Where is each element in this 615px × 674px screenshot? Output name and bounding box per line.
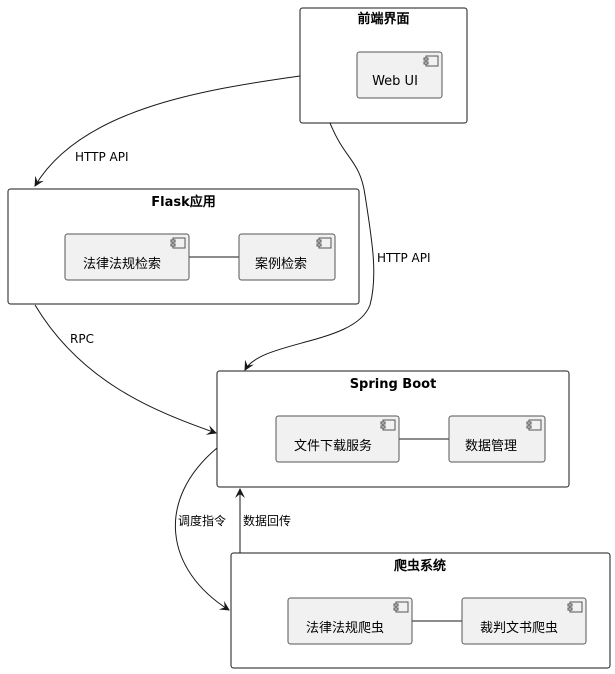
edge-label-spring-to-crawler: 调度指令 xyxy=(178,513,226,528)
component-data-mgmt: 数据管理 xyxy=(448,415,546,463)
component-icon xyxy=(393,601,409,613)
component-icon xyxy=(380,419,396,431)
component-icon xyxy=(423,55,439,67)
edge-label-frontend-to-spring: HTTP API xyxy=(377,251,431,265)
component-icon xyxy=(316,237,332,249)
component-icon xyxy=(567,601,583,613)
component-file-download: 文件下载服务 xyxy=(275,415,400,463)
component-judgment-crawler-label: 裁判文书爬虫 xyxy=(480,620,558,636)
component-law-crawler: 法律法规爬虫 xyxy=(287,597,413,645)
component-icon xyxy=(170,237,186,249)
edge-frontend-to-flask xyxy=(34,75,301,187)
edge-label-crawler-to-spring: 数据回传 xyxy=(243,513,291,528)
component-judgment-crawler: 裁判文书爬虫 xyxy=(461,597,587,645)
package-flask: Flask应用 法律法规检索 案例检索 xyxy=(7,188,360,305)
component-web-ui: Web UI xyxy=(356,51,443,99)
edge-label-frontend-to-flask: HTTP API xyxy=(75,150,129,164)
component-data-mgmt-label: 数据管理 xyxy=(465,439,517,454)
edge-flask-to-spring xyxy=(34,304,217,435)
component-icon xyxy=(526,419,542,431)
component-case-search: 案例检索 xyxy=(238,233,336,281)
package-flask-title: Flask应用 xyxy=(151,194,216,210)
package-crawler: 爬虫系统 法律法规爬虫 裁判文书爬虫 xyxy=(230,552,611,669)
component-law-search: 法律法规检索 xyxy=(64,233,190,281)
package-spring-boot-title: Spring Boot xyxy=(350,377,437,392)
component-law-crawler-label: 法律法规爬虫 xyxy=(306,621,384,636)
edge-label-flask-to-spring: RPC xyxy=(70,332,94,346)
edge-frontend-to-spring xyxy=(244,122,375,371)
package-frontend: 前端界面 Web UI xyxy=(299,7,468,124)
edge-spring-to-crawler xyxy=(174,447,230,611)
component-case-search-label: 案例检索 xyxy=(255,257,307,272)
package-frontend-title: 前端界面 xyxy=(357,11,409,27)
package-crawler-title: 爬虫系统 xyxy=(393,558,446,574)
package-spring-boot: Spring Boot 文件下载服务 数据管理 xyxy=(216,370,570,488)
component-file-download-label: 文件下载服务 xyxy=(294,438,372,454)
component-web-ui-label: Web UI xyxy=(372,74,418,89)
edges: HTTP API HTTP API RPC 调度指令 数据回传 xyxy=(34,75,431,611)
component-law-search-label: 法律法规检索 xyxy=(83,257,161,272)
